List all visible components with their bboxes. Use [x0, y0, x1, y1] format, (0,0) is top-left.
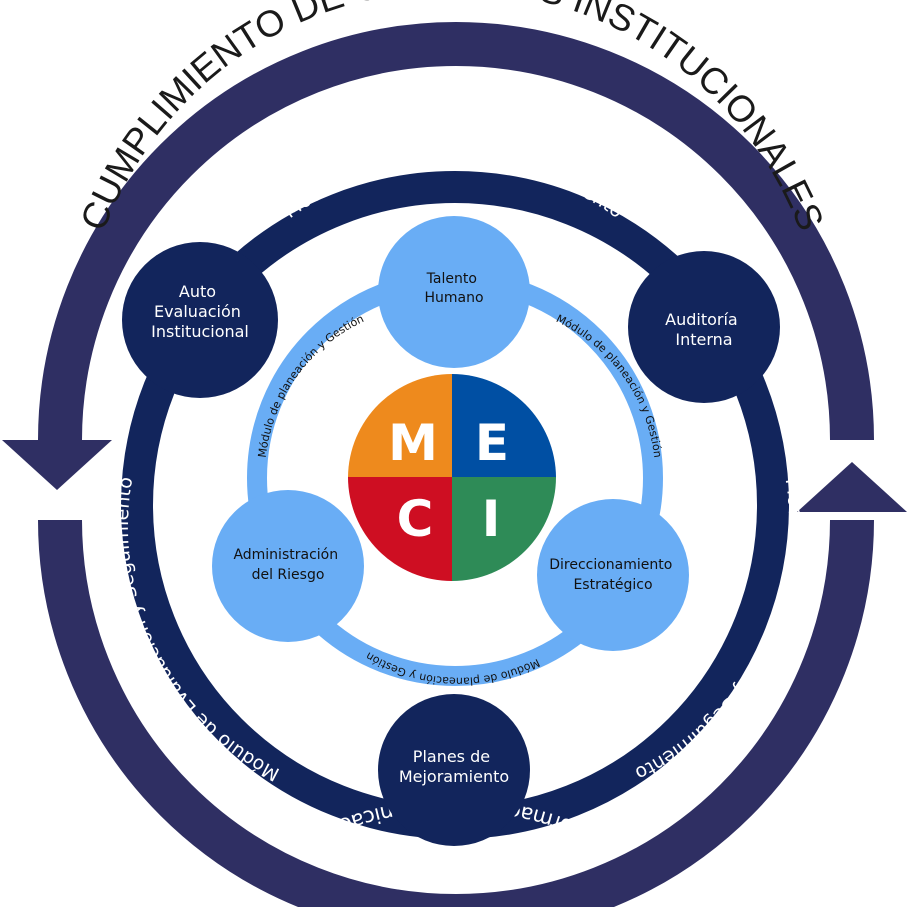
- meci-center-circle: M E C I: [348, 374, 556, 581]
- node-auditoria-line-1: Auditoría: [665, 310, 738, 329]
- meci-quadrant-i: [452, 477, 556, 581]
- node-planes-line-1: Planes de: [413, 747, 490, 766]
- svg-text:Auto Evaluación In: Auto Evaluación Institucional: [151, 282, 249, 341]
- node-auto-evaluacion-line-2: Evaluación: [154, 302, 241, 321]
- node-auto-evaluacion-line-3: Institucional: [151, 322, 249, 341]
- arrow-up-right-icon: [797, 462, 907, 512]
- outer-ring-bottom-arc: [38, 519, 874, 907]
- node-administracion-line-1: Administración: [233, 547, 338, 563]
- node-direccionamiento-line-2: Estratégico: [573, 577, 652, 593]
- meci-letter-c: C: [397, 490, 434, 548]
- svg-text:Auditoría Interna: Auditoría Interna: [665, 310, 743, 349]
- outer-cycle-ring: [2, 22, 907, 907]
- node-administracion-riesgo: Administración del Riesgo: [212, 490, 364, 642]
- meci-quadrant-m: [348, 374, 452, 477]
- node-direccionamiento-line-1: Direccionamiento: [549, 557, 672, 573]
- node-auditoria-interna: Auditoría Interna: [628, 251, 780, 403]
- node-auto-evaluacion-line-1: Auto: [179, 282, 216, 301]
- meci-letter-m: M: [388, 414, 438, 472]
- outer-ring-top-arc: [38, 22, 874, 441]
- node-planes-mejoramiento: Planes de Mejoramiento: [378, 694, 530, 846]
- node-talento-line-1: Talento: [426, 271, 477, 287]
- node-auditoria-line-2: Interna: [675, 330, 732, 349]
- svg-text:Administración del Riesg: Administración del Riesgo: [233, 547, 342, 583]
- node-talento-humano: Talento Humano: [378, 216, 530, 368]
- meci-letter-i: I: [482, 490, 501, 548]
- node-talento-line-2: Humano: [424, 290, 483, 306]
- node-direccionamiento-estrategico: Direccionamiento Estratégico: [537, 499, 689, 651]
- svg-text:Direccionamiento Estraté: Direccionamiento Estratégico: [549, 557, 677, 593]
- meci-quadrant-e: [452, 374, 556, 477]
- arrow-down-left-icon: [2, 440, 112, 490]
- svg-text:Talento Humano: Talento Humano: [424, 271, 483, 306]
- meci-quadrant-c: [348, 477, 452, 581]
- meci-letter-e: E: [475, 414, 509, 472]
- svg-text:Planes de Mejoramiento: Planes de Mejoramiento: [399, 747, 509, 786]
- node-auto-evaluacion: Auto Evaluación Institucional: [122, 242, 278, 398]
- node-administracion-line-2: del Riesgo: [252, 567, 325, 583]
- node-planes-line-2: Mejoramiento: [399, 767, 509, 786]
